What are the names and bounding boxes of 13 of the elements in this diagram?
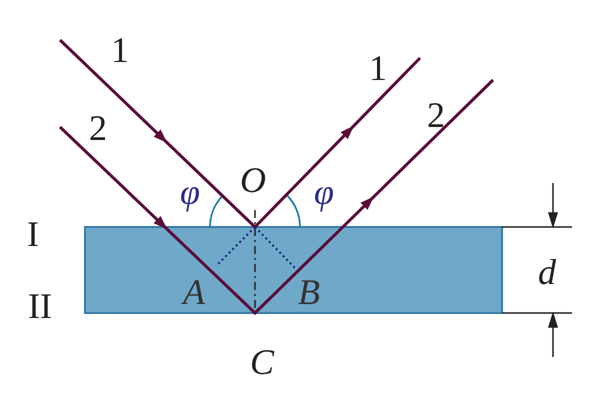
point-label: d [538,254,556,290]
ray-number: 2 [427,97,445,133]
ray-number: 2 [89,110,107,146]
point-label: B [298,274,320,310]
point-label: φ [180,174,200,210]
ray-number: I [27,216,39,252]
point-label: A [183,274,205,310]
ray-number: 1 [111,32,129,68]
point-label: C [250,344,274,380]
ray-number: II [28,288,52,324]
point-label: O [240,162,266,198]
point-label: φ [314,174,334,210]
ray-number: 1 [369,50,387,86]
